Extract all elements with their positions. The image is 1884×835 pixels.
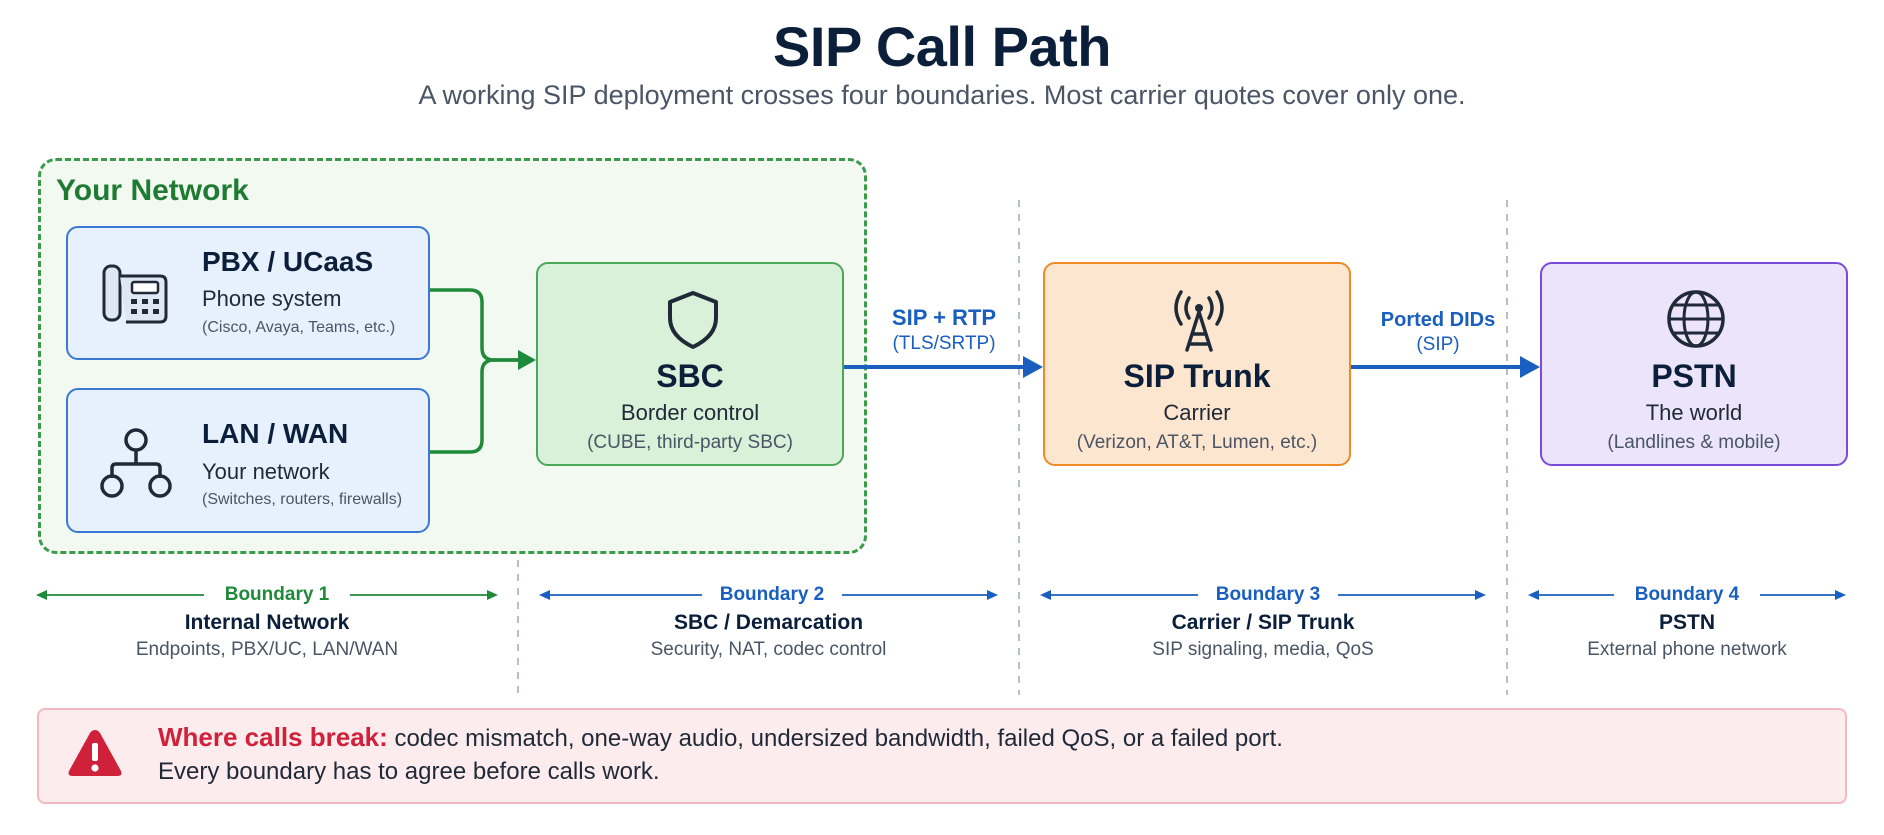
boundary-4-name: PSTN bbox=[1658, 611, 1715, 634]
boundary-1-label: Boundary 1 bbox=[224, 584, 330, 605]
antenna-tower-icon bbox=[1174, 290, 1224, 352]
pstn-subtitle: The world bbox=[1645, 400, 1743, 425]
globe-icon bbox=[1667, 290, 1725, 348]
sip-trunk-node[interactable]: SIP Trunk Carrier (Verizon, AT&T, Lumen,… bbox=[1043, 262, 1351, 466]
lan-node[interactable]: LAN / WAN Your network (Switches, router… bbox=[66, 388, 430, 533]
pbx-note: (Cisco, Avaya, Teams, etc.) bbox=[202, 319, 396, 336]
warning-icon bbox=[68, 730, 122, 776]
boundary-3-label: Boundary 3 bbox=[1215, 584, 1321, 605]
sbc-note: (CUBE, third-party SBC) bbox=[587, 432, 793, 453]
desk-phone-icon bbox=[102, 264, 168, 324]
your-network-label: Your Network bbox=[56, 174, 249, 207]
sip-trunk-note: (Verizon, AT&T, Lumen, etc.) bbox=[1076, 432, 1318, 453]
boundary-3-description: SIP signaling, media, QoS bbox=[1152, 639, 1374, 660]
boundary-4-description: External phone network bbox=[1587, 639, 1787, 660]
sip-rtp-label: SIP + RTP bbox=[891, 305, 997, 330]
alert-text: codec mismatch, one-way audio, undersize… bbox=[394, 725, 1283, 752]
boundary-2-label: Boundary 2 bbox=[719, 584, 825, 605]
pstn-node[interactable]: PSTN The world (Landlines & mobile) bbox=[1540, 262, 1848, 466]
lan-subtitle: Your network bbox=[202, 459, 330, 484]
page-subtitle: A working SIP deployment crosses four bo… bbox=[418, 80, 1466, 110]
network-topology-icon bbox=[100, 428, 172, 498]
pstn-arrowhead bbox=[1520, 356, 1540, 378]
pstn-title: PSTN bbox=[1651, 358, 1737, 394]
pbx-subtitle: Phone system bbox=[202, 286, 342, 311]
lan-title: LAN / WAN bbox=[202, 418, 349, 449]
shield-icon bbox=[668, 291, 718, 349]
lan-note: (Switches, routers, firewalls) bbox=[202, 491, 403, 508]
ported-dids-label: Ported DIDs bbox=[1380, 309, 1496, 331]
lan-to-sbc-connector bbox=[430, 358, 520, 454]
boundary-2-name: SBC / Demarcation bbox=[673, 611, 864, 634]
trunk-arrowhead bbox=[1023, 356, 1043, 378]
boundary-3-name: Carrier / SIP Trunk bbox=[1171, 611, 1355, 634]
boundary-2-arrow bbox=[539, 590, 998, 600]
boundary-2-description: Security, NAT, codec control bbox=[650, 639, 887, 660]
pstn-note: (Landlines & mobile) bbox=[1607, 432, 1781, 453]
pbx-title: PBX / UCaaS bbox=[202, 246, 374, 277]
ported-dids-sublabel: (SIP) bbox=[1416, 334, 1460, 355]
alert-line-1: Where calls break: codec mismatch, one-w… bbox=[158, 722, 1283, 753]
call-break-alert bbox=[37, 708, 1847, 804]
boundary-4-label: Boundary 4 bbox=[1634, 584, 1740, 605]
pbx-to-sbc-connector bbox=[430, 288, 520, 362]
page-title: SIP Call Path bbox=[773, 15, 1111, 78]
alert-title: Where calls break: bbox=[158, 722, 388, 752]
alert-line-2: Every boundary has to agree before calls… bbox=[158, 758, 660, 785]
sbc-title: SBC bbox=[656, 358, 724, 394]
tls-srtp-label: (TLS/SRTP) bbox=[892, 333, 996, 354]
sbc-subtitle: Border control bbox=[620, 400, 760, 425]
boundary-4-arrow bbox=[1528, 590, 1846, 600]
sip-trunk-title: SIP Trunk bbox=[1123, 358, 1271, 394]
sbc-arrowhead bbox=[518, 350, 536, 370]
sbc-node[interactable]: SBC Border control (CUBE, third-party SB… bbox=[536, 262, 844, 466]
pbx-node[interactable]: PBX / UCaaS Phone system (Cisco, Avaya, … bbox=[66, 226, 430, 360]
boundary-1-name: Internal Network bbox=[184, 611, 350, 634]
boundary-1-arrow bbox=[36, 590, 498, 600]
sip-trunk-subtitle: Carrier bbox=[1163, 400, 1231, 425]
boundary-3-arrow bbox=[1040, 590, 1486, 600]
boundary-1-description: Endpoints, PBX/UC, LAN/WAN bbox=[135, 639, 399, 660]
